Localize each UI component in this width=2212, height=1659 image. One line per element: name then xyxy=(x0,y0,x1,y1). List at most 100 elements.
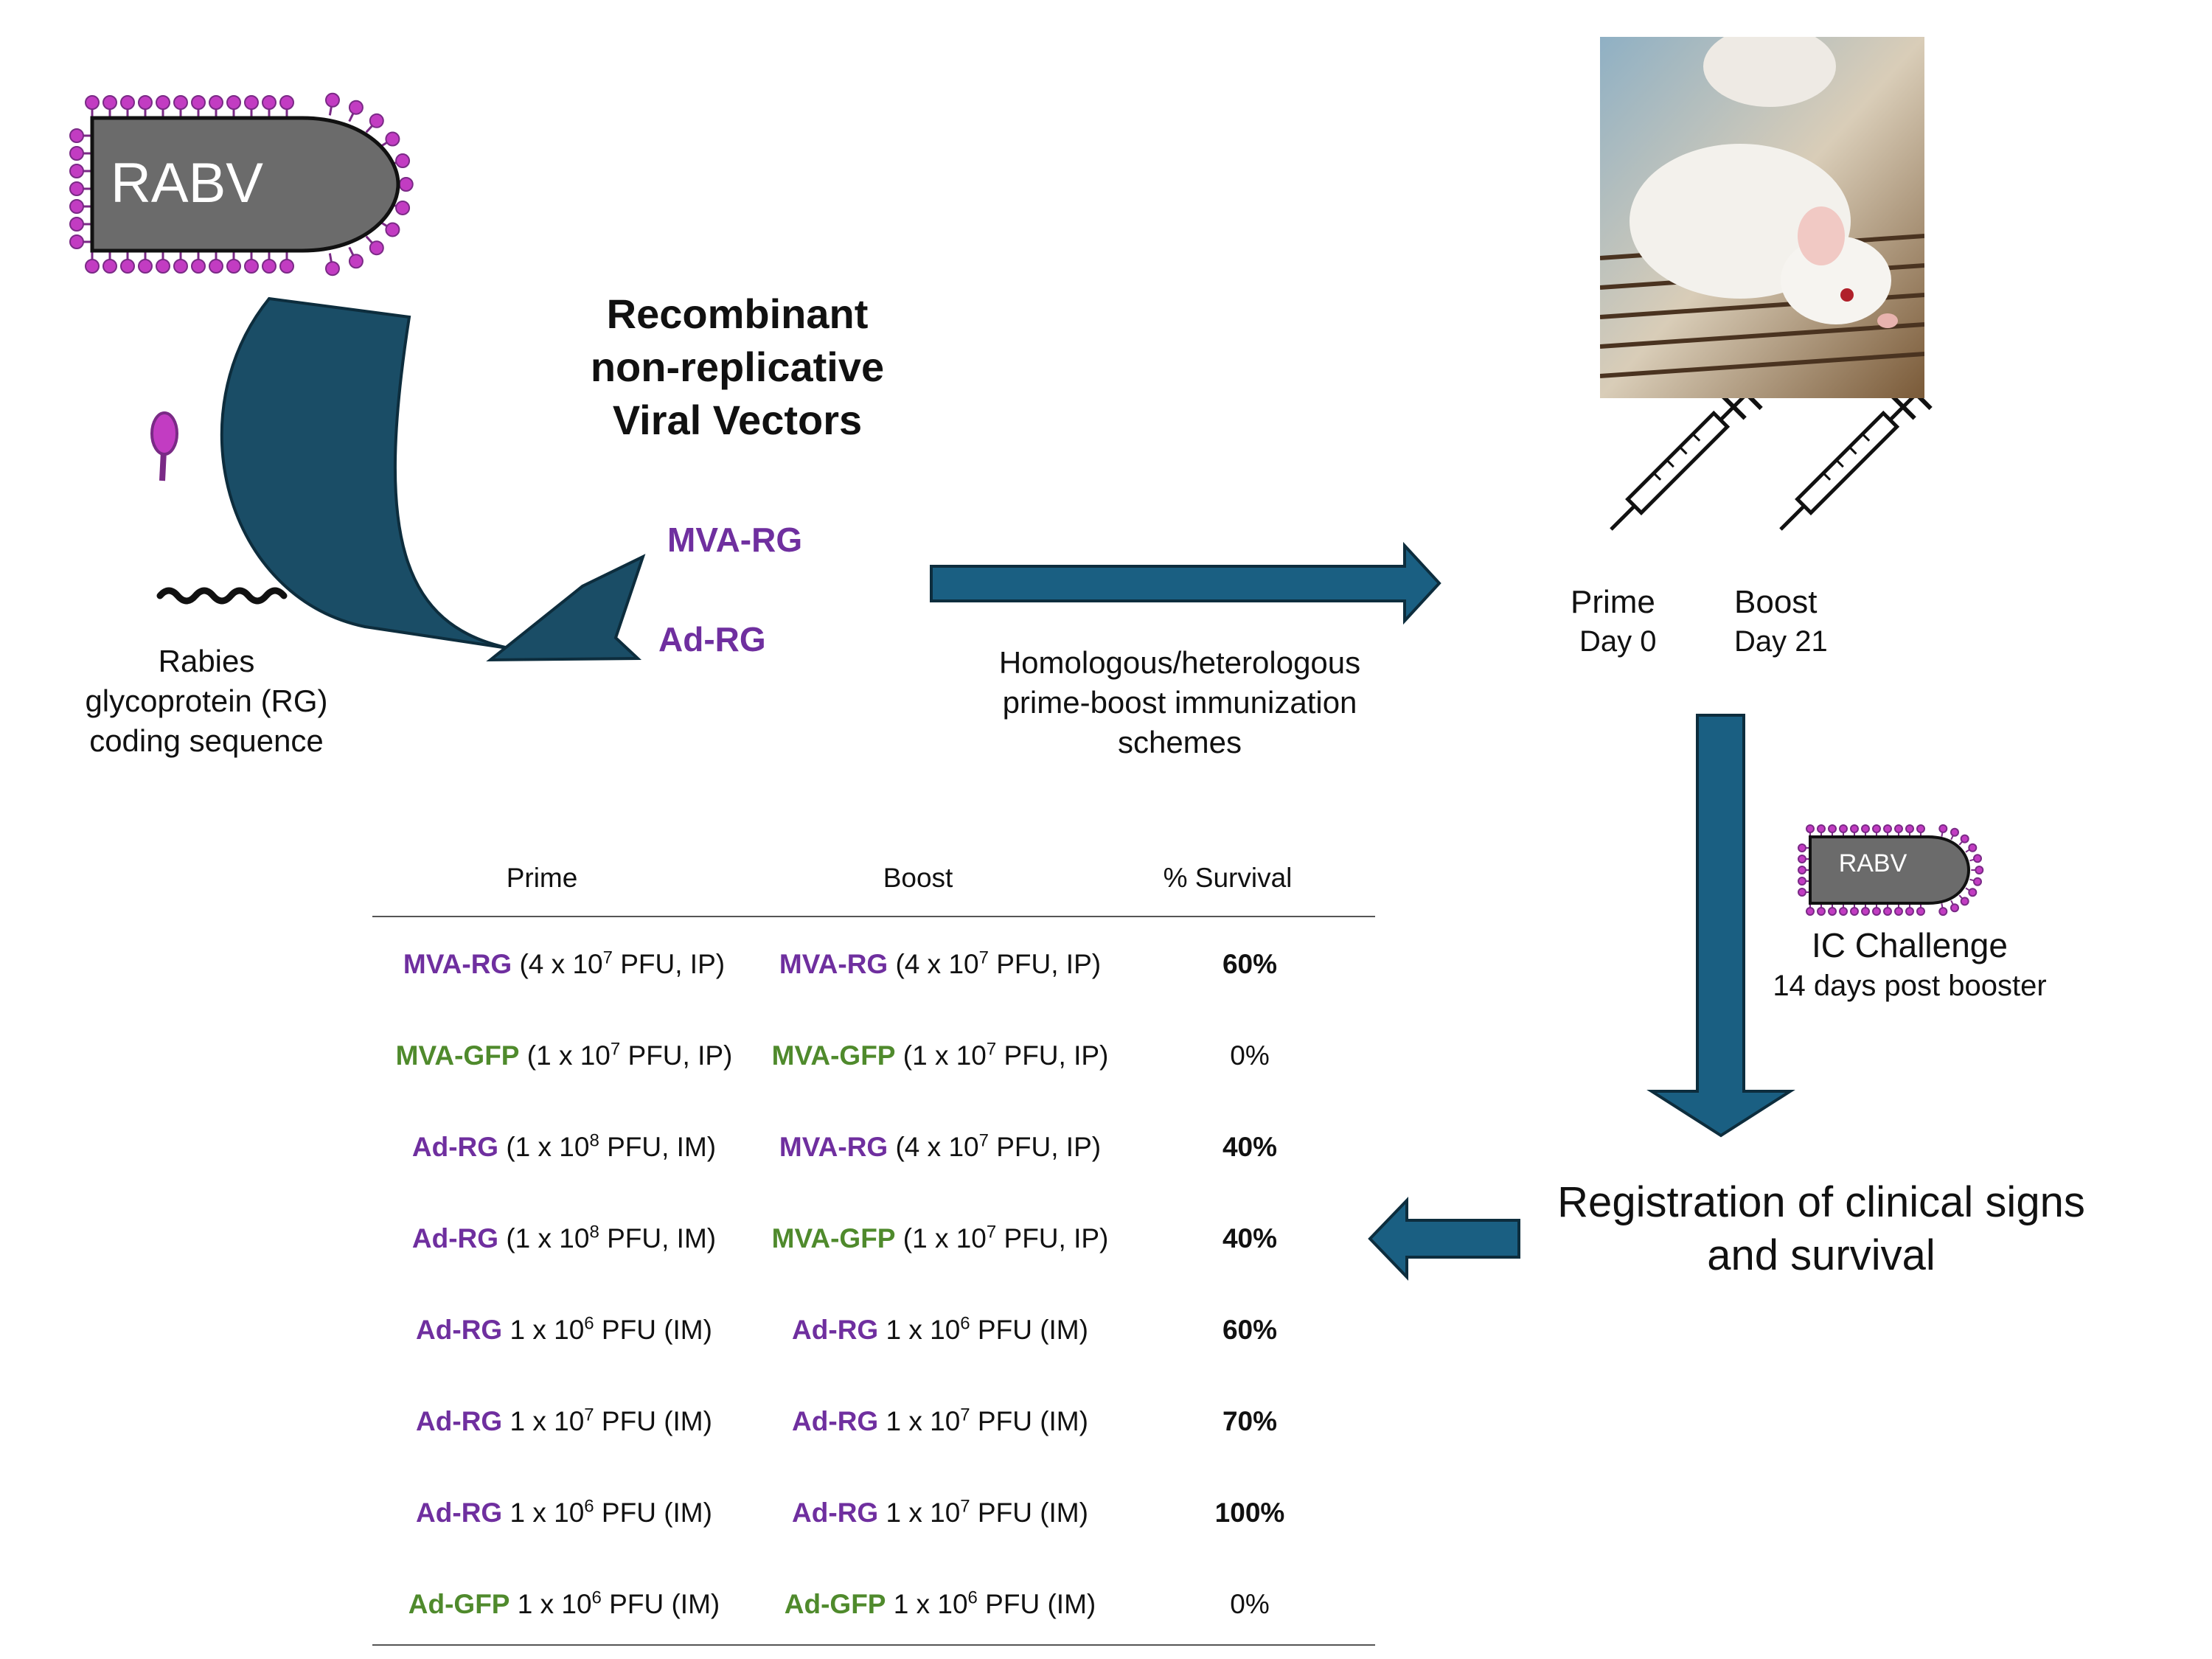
dose-text: 1 x 10 xyxy=(509,1589,592,1619)
curved-arrow-head xyxy=(486,554,646,662)
dose-exponent: 7 xyxy=(584,1405,594,1425)
challenge-subtitle: 14 days post booster xyxy=(1773,970,2047,1002)
curved-arrow xyxy=(220,296,513,650)
dose-text: 1 x 10 xyxy=(878,1406,961,1436)
challenge-title: IC Challenge xyxy=(1812,926,2008,964)
rabv-label: RABV xyxy=(111,152,263,215)
dose-exponent: 7 xyxy=(978,1130,989,1151)
dose-exponent: 6 xyxy=(591,1587,602,1608)
dose-unit: PFU, IP) xyxy=(988,949,1102,979)
dose-exponent: 7 xyxy=(986,1039,997,1060)
arrow-to-challenge xyxy=(1646,714,1795,1138)
header-survival: % Survival xyxy=(1163,863,1293,893)
dose-exponent: 6 xyxy=(967,1587,978,1608)
dose-unit: PFU (IM) xyxy=(977,1589,1096,1619)
vector-name: MVA-RG xyxy=(779,1132,888,1162)
title-line: non-replicative xyxy=(590,344,885,390)
dose-text: (1 x 10 xyxy=(895,1223,987,1253)
rabv-virion-icon xyxy=(69,92,414,276)
registration-line: and survival xyxy=(1707,1231,1935,1279)
table-body: MVA-RG (4 x 107 PFU, IP)MVA-RG (4 x 107 … xyxy=(372,919,1375,1650)
dose-text: (1 x 10 xyxy=(895,1040,987,1071)
header-boost: Boost xyxy=(883,863,953,893)
dose-unit: PFU, IM) xyxy=(599,1132,717,1162)
dose-exponent: 6 xyxy=(960,1313,970,1334)
vector-name: Ad-RG xyxy=(792,1406,879,1436)
mouse-photo xyxy=(1600,37,1924,398)
vector-name: Ad-RG xyxy=(416,1406,503,1436)
results-table: Prime Boost % Survival MVA-RG (4 x 107 P… xyxy=(372,863,1375,1619)
dose-text: 1 x 10 xyxy=(886,1589,968,1619)
dose-exponent: 6 xyxy=(584,1313,594,1334)
survival-cell: 40% xyxy=(1222,1223,1278,1253)
glycoprotein-icon xyxy=(150,411,178,481)
vector-name: Ad-RG xyxy=(411,1132,499,1162)
table-row: Ad-RG 1 x 106 PFU (IM)Ad-RG 1 x 106 PFU … xyxy=(372,1284,1375,1376)
survival-cell: 0% xyxy=(1230,1040,1270,1071)
table-row: MVA-GFP (1 x 107 PFU, IP)MVA-GFP (1 x 10… xyxy=(372,1010,1375,1102)
gene-caption: Rabies glycoprotein (RG) coding sequence xyxy=(44,641,369,761)
survival-cell: 0% xyxy=(1230,1589,1270,1619)
prime-cell: Ad-RG 1 x 107 PFU (IM) xyxy=(372,1376,756,1467)
boost-label: Boost xyxy=(1734,584,1818,620)
arrow-to-immunization xyxy=(930,541,1441,625)
dose-exponent: 8 xyxy=(589,1130,599,1151)
dose-exponent: 7 xyxy=(986,1222,997,1242)
vector-name: MVA-RG xyxy=(403,949,512,979)
boost-cell: MVA-RG (4 x 107 PFU, IP) xyxy=(748,919,1132,1010)
prime-cell: Ad-GFP 1 x 106 PFU (IM) xyxy=(372,1559,756,1650)
dose-unit: PFU (IM) xyxy=(594,1315,712,1345)
challenge-text: IC Challenge 14 days post booster xyxy=(1718,925,2101,1003)
boost-cell: Ad-RG 1 x 107 PFU (IM) xyxy=(748,1467,1132,1559)
dose-text: 1 x 10 xyxy=(878,1315,961,1345)
vector-name: Ad-RG xyxy=(411,1223,499,1253)
scheme-caption-line: schemes xyxy=(1117,725,1242,759)
prime-syringe-icon xyxy=(1610,378,1763,531)
survival-cell: 40% xyxy=(1222,1132,1278,1162)
prime-cell: Ad-RG (1 x 108 PFU, IM) xyxy=(372,1102,756,1193)
vector-ad-rg: Ad-RG xyxy=(658,620,766,658)
dose-unit: PFU (IM) xyxy=(601,1589,720,1619)
scheme-caption: Homologous/heterologous prime-boost immu… xyxy=(959,643,1401,762)
table-row: MVA-RG (4 x 107 PFU, IP)MVA-RG (4 x 107 … xyxy=(372,919,1375,1010)
registration-line: Registration of clinical signs xyxy=(1557,1178,2085,1226)
dose-exponent: 7 xyxy=(602,947,613,968)
header-rule xyxy=(372,916,1375,917)
dose-text: 1 x 10 xyxy=(502,1315,585,1345)
table-header: Prime Boost % Survival xyxy=(372,863,1375,911)
prime-cell: Ad-RG 1 x 106 PFU (IM) xyxy=(372,1284,756,1376)
vector-name: Ad-RG xyxy=(416,1498,503,1528)
vector-name: Ad-RG xyxy=(792,1498,879,1528)
vector-name: MVA-GFP xyxy=(771,1223,896,1253)
vector-name: Ad-RG xyxy=(792,1315,879,1345)
arrow-to-table xyxy=(1368,1197,1520,1281)
dose-text: (1 x 10 xyxy=(498,1223,590,1253)
dose-exponent: 7 xyxy=(610,1039,621,1060)
dose-unit: PFU, IM) xyxy=(599,1223,717,1253)
boost-cell: Ad-RG 1 x 107 PFU (IM) xyxy=(748,1376,1132,1467)
dose-unit: PFU (IM) xyxy=(970,1498,1088,1528)
gene-caption-line: glycoprotein (RG) xyxy=(85,684,328,718)
dose-exponent: 8 xyxy=(589,1222,599,1242)
boost-cell: MVA-GFP (1 x 107 PFU, IP) xyxy=(748,1010,1132,1102)
dose-unit: PFU, IP) xyxy=(612,949,726,979)
table-row: Ad-RG (1 x 108 PFU, IM)MVA-RG (4 x 107 P… xyxy=(372,1102,1375,1193)
dose-exponent: 6 xyxy=(584,1496,594,1517)
registration-text: Registration of clinical signs and survi… xyxy=(1489,1176,2153,1282)
dose-unit: PFU (IM) xyxy=(594,1498,712,1528)
dose-text: (4 x 10 xyxy=(888,949,979,979)
vector-name: Ad-GFP xyxy=(408,1589,510,1619)
prime-cell: Ad-RG 1 x 106 PFU (IM) xyxy=(372,1467,756,1559)
boost-cell: MVA-RG (4 x 107 PFU, IP) xyxy=(748,1102,1132,1193)
dose-unit: PFU, IP) xyxy=(620,1040,733,1071)
table-row: Ad-RG (1 x 108 PFU, IM)MVA-GFP (1 x 107 … xyxy=(372,1193,1375,1284)
dose-text: 1 x 10 xyxy=(878,1498,961,1528)
boost-syringe-icon xyxy=(1779,378,1933,531)
table-row: Ad-RG 1 x 106 PFU (IM)Ad-RG 1 x 107 PFU … xyxy=(372,1467,1375,1559)
dose-text: 1 x 10 xyxy=(502,1498,585,1528)
dose-exponent: 7 xyxy=(978,947,989,968)
gene-caption-line: Rabies xyxy=(158,644,255,678)
dose-unit: PFU (IM) xyxy=(594,1406,712,1436)
title-line: Recombinant xyxy=(606,291,869,337)
